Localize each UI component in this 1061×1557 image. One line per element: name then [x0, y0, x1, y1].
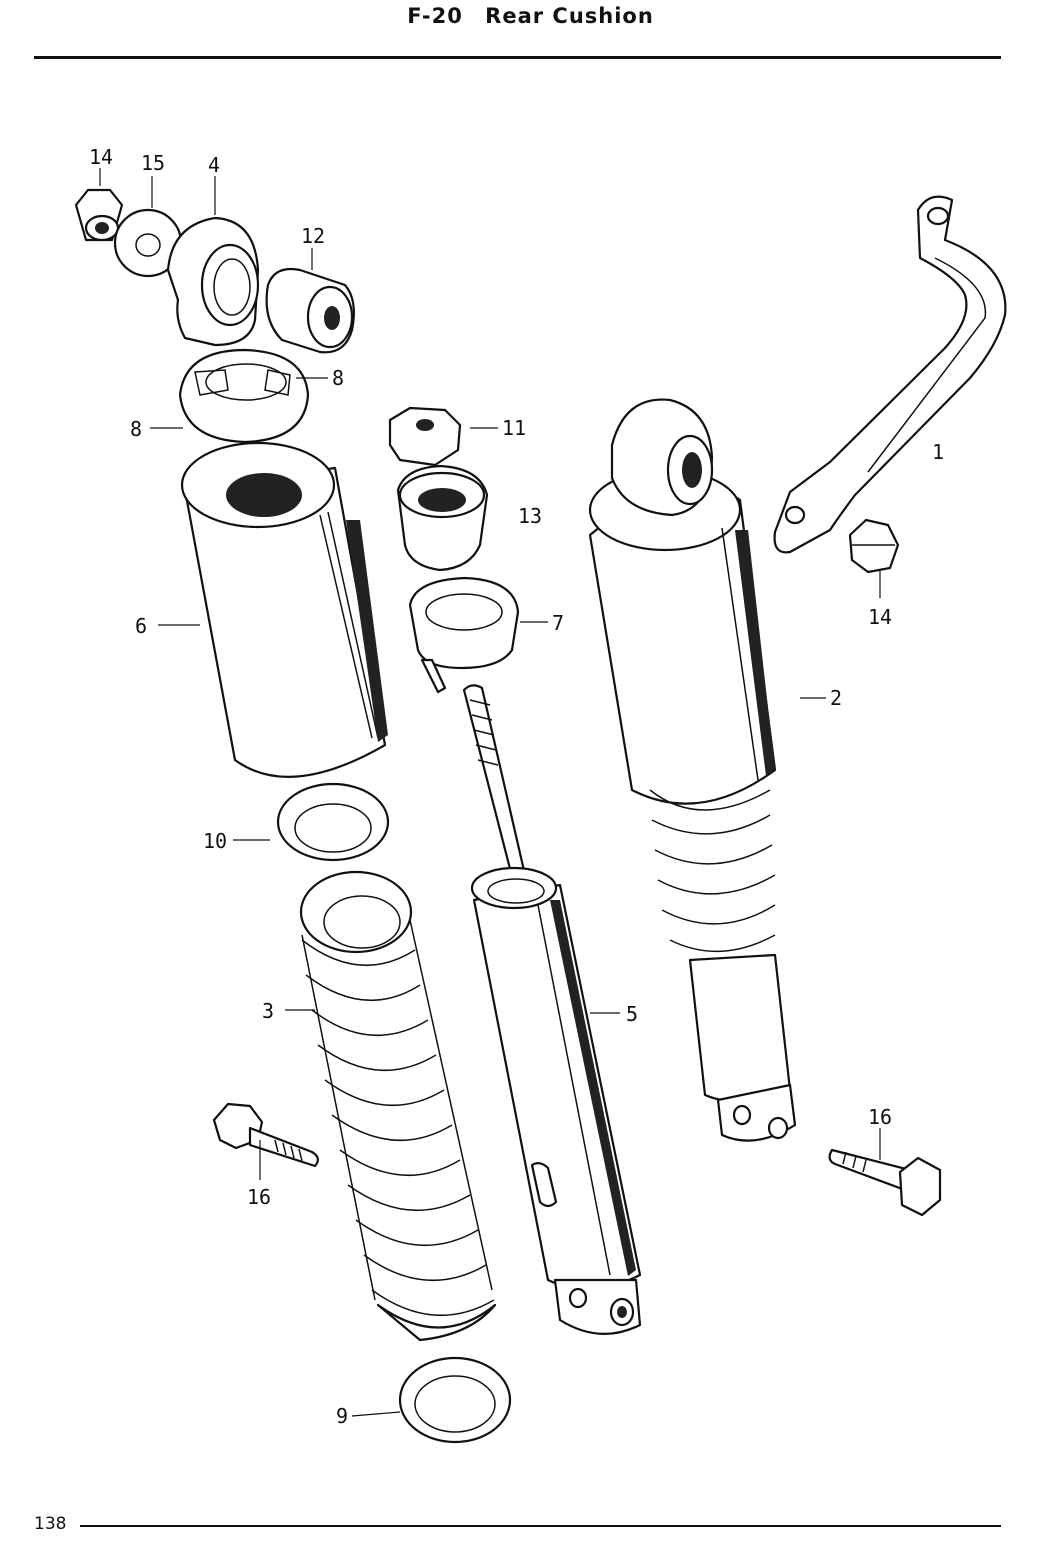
page-title: F-20 Rear Cushion: [0, 4, 1061, 28]
callout-6: 6: [135, 614, 147, 638]
callout-14-right: 14: [868, 605, 892, 629]
part-16-bolt-right: [828, 1148, 942, 1217]
part-3-coil-spring: [299, 870, 497, 1342]
callout-labels: 14 15 4 12 8 8 11 13 1 14 6 7 2 10 3 5 1…: [89, 145, 944, 1428]
callout-8-right: 8: [332, 366, 344, 390]
callout-5: 5: [626, 1002, 638, 1026]
part-14-cap-nut-right: [848, 518, 900, 574]
callout-9: 9: [336, 1404, 348, 1428]
callout-16-left: 16: [247, 1185, 271, 1209]
callout-12: 12: [301, 224, 325, 248]
callout-10: 10: [203, 829, 227, 853]
header-rule: [34, 56, 1001, 59]
callout-13: 13: [518, 504, 542, 528]
callout-11: 11: [502, 416, 526, 440]
leader-lines: [99, 168, 881, 1417]
part-2-rear-cushion-assembly: [588, 398, 797, 1142]
callout-16-right: 16: [868, 1105, 892, 1129]
part-13-damper-cup: [396, 464, 489, 572]
part-12-rubber-bush: [265, 267, 355, 354]
callout-4: 4: [208, 153, 220, 177]
callout-8-left: 8: [130, 417, 142, 441]
section-title: Rear Cushion: [485, 4, 654, 28]
callout-1: 1: [932, 440, 944, 464]
callout-3: 3: [262, 999, 274, 1023]
part-1-bracket: [773, 195, 1007, 554]
footer-rule: [80, 1525, 1001, 1527]
part-15-washer: [113, 208, 183, 278]
part-5-damper-unit: [462, 684, 642, 1335]
page-number: 138: [34, 1514, 67, 1534]
part-11-nut: [388, 406, 462, 467]
part-8-split-collar: [178, 348, 310, 444]
part-10-washer: [276, 782, 390, 862]
part-9-spring-seat: [398, 1356, 512, 1444]
callout-2: 2: [830, 686, 842, 710]
part-16-bolt-left: [212, 1102, 319, 1168]
callout-7: 7: [552, 611, 564, 635]
callout-15: 15: [141, 151, 165, 175]
part-6-cover-tube: [180, 441, 388, 778]
part-14-cap-nut-top: [74, 188, 124, 242]
part-4-upper-joint: [166, 216, 260, 347]
part-7-stopper: [408, 576, 520, 694]
section-code: F-20: [407, 4, 463, 28]
callout-14-top: 14: [89, 145, 113, 169]
